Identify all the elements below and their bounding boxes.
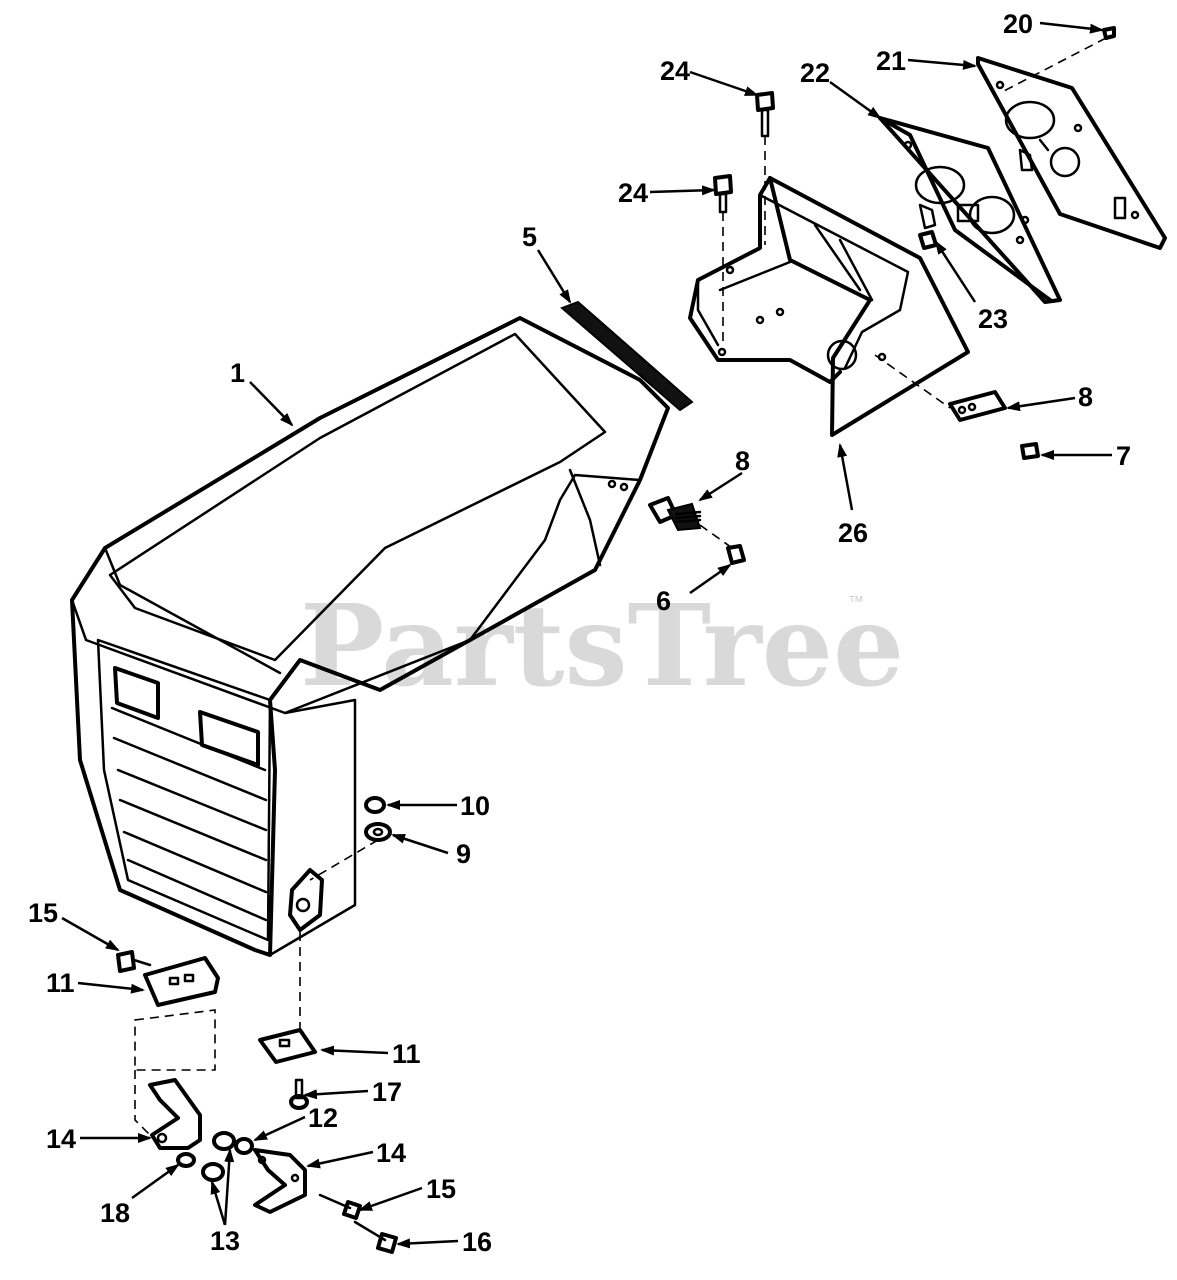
decal-strip-part [560,300,694,412]
callout-16: 16 [462,1227,492,1257]
nut-23-part [918,230,938,250]
callout-20: 20 [1003,9,1033,39]
callout-13: 13 [210,1226,240,1256]
spring-latch-part [648,496,736,551]
callout-24-side: 24 [618,178,648,208]
callout-14-right: 14 [376,1138,406,1168]
callout-12: 12 [308,1103,338,1133]
hinge-plate-11-right-part [258,932,317,1064]
clip-right-part [874,354,1007,422]
callout-21: 21 [876,46,906,76]
pin-7-part [1020,442,1040,460]
gasket-plate-part [878,116,1062,304]
screw-20-part [1001,26,1116,93]
callout-7: 7 [1116,441,1131,471]
dash-bracket-part [688,176,970,437]
callout-17: 17 [372,1077,402,1107]
callout-8-right: 8 [1078,382,1093,412]
instrument-plate-part [976,56,1167,250]
callout-6: 6 [656,586,671,616]
callout-15-left: 15 [28,898,58,928]
hood-part [70,316,670,957]
callout-18: 18 [100,1198,130,1228]
callout-1: 1 [230,358,245,388]
washer-9-part [309,822,392,881]
watermark-trademark: ™ [848,594,864,611]
callout-5: 5 [522,222,537,252]
callout-10: 10 [460,791,490,821]
bolt-24-top-part [755,91,775,245]
callout-15-right: 15 [426,1174,456,1204]
hinge-arm-14-left-part [134,1070,202,1150]
nut-10-part [364,796,386,814]
callout-9: 9 [456,839,471,869]
callout-26: 26 [838,518,868,548]
nut-13-part [201,1162,225,1182]
hinge-plate-11-left-part [134,956,220,1071]
callout-8-left: 8 [735,446,750,476]
callout-22: 22 [800,58,830,88]
nut-12-part [212,1131,254,1155]
bolt-15-left-part [116,950,152,973]
leader-lines [61,21,1112,1249]
bolt-15-right-part [318,1193,362,1220]
callout-24-top: 24 [660,56,690,86]
callout-14-left: 14 [46,1124,76,1154]
bolt-24-side-part [713,174,733,345]
hinge-arm-14-right-part [253,1148,307,1214]
watermark-text: PartsTree [300,581,904,712]
callout-11-left: 11 [46,968,75,998]
nut-18-part [176,1152,196,1168]
pin-part [726,544,746,565]
callout-11-right: 11 [392,1039,421,1069]
screw-17-part [289,1078,309,1110]
callout-23: 23 [978,304,1008,334]
callout-labels: 1 5 6 7 8 8 9 10 11 11 12 13 14 14 15 15… [28,9,1131,1257]
bolt-16-part [353,1220,398,1254]
